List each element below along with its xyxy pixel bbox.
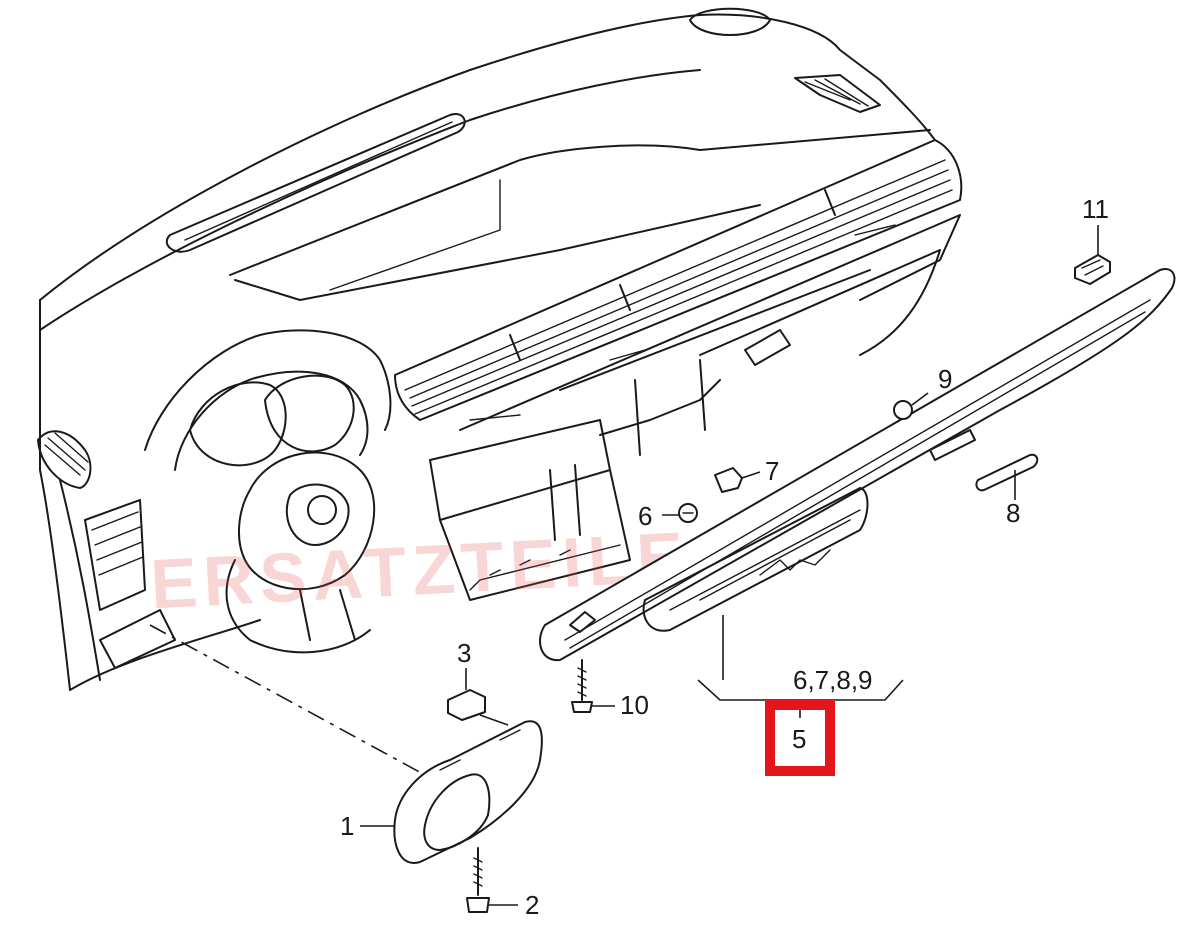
part-7-clip [714,467,761,493]
assembly-line [149,624,426,776]
part-9-grommet [893,392,929,420]
highlight-box [765,700,835,776]
callout-2: 2 [525,890,539,920]
callout-7: 7 [765,456,779,486]
part-2-screw [466,847,518,913]
part-1-endcap [360,720,543,864]
part-11-clip [1074,225,1111,285]
part-8-strip [975,453,1039,500]
part-3-clip [447,668,509,726]
part-10-screw [571,659,615,713]
callout-6: 6 [638,501,652,531]
callout-10: 10 [620,690,649,720]
trim-strip [539,268,1176,680]
callout-1: 1 [340,811,354,841]
callout-5: 5 [792,724,806,754]
part-6-nut [662,503,698,523]
callout-8: 8 [1006,498,1020,528]
callout-11: 11 [1082,194,1109,224]
callout-group: 6,7,8,9 [793,665,873,695]
dashboard-illustration [37,7,963,691]
callout-3: 3 [457,638,471,668]
callout-9: 9 [938,364,952,394]
